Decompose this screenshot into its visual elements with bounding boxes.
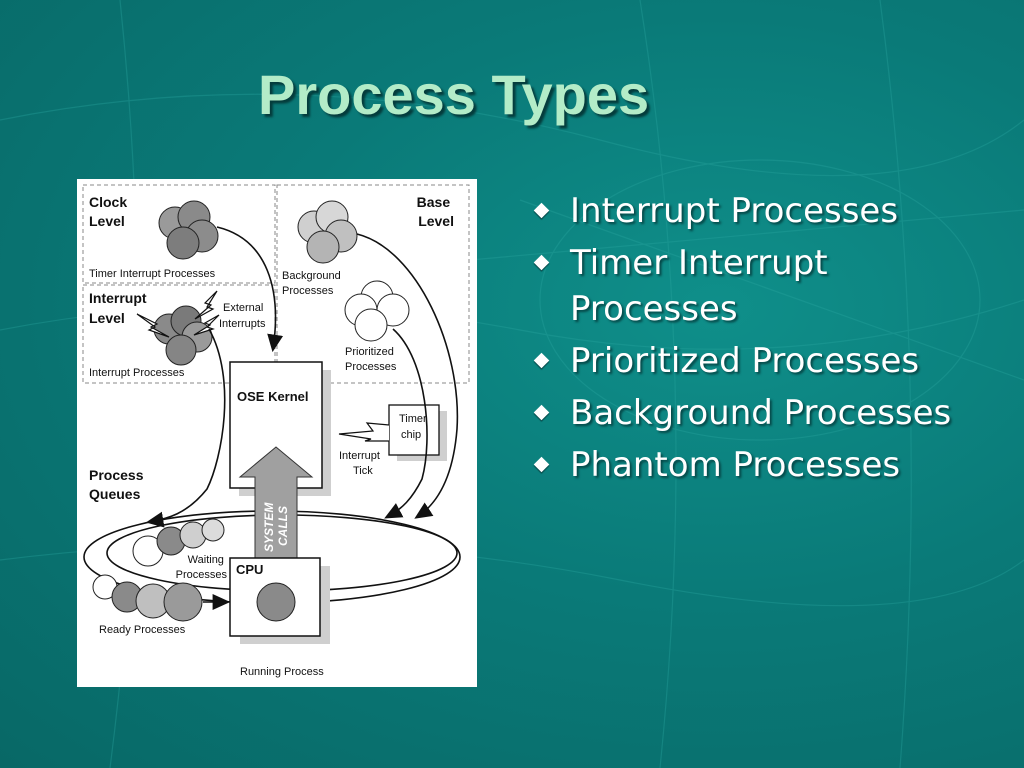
diamond-bullet-icon — [533, 456, 550, 473]
timer-interrupt-process-balls — [158, 200, 219, 260]
system-calls-label: SYSTEM CALLS — [262, 499, 290, 552]
diamond-bullet-icon — [533, 404, 550, 421]
bullet-interrupt-processes: Interrupt Processes — [533, 188, 1004, 234]
diamond-bullet-icon — [533, 202, 550, 219]
interrupt-tick-label: Interrupt Tick — [339, 450, 383, 477]
interrupt-level-label: Interrupt Level — [89, 290, 150, 326]
waiting-processes-label: Waiting Processes — [176, 554, 228, 581]
timer-chip-box — [388, 404, 440, 456]
process-types-list: Interrupt Processes Timer Interrupt Proc… — [533, 188, 1004, 494]
clock-level-label: Clock Level — [89, 194, 131, 229]
interrupt-tick-bolt — [338, 422, 390, 442]
background-processes-label: Background Processes — [282, 270, 344, 297]
running-process-ball — [256, 582, 296, 622]
base-level-region — [276, 184, 470, 384]
diamond-bullet-icon — [533, 254, 550, 271]
slide-title: Process Types — [258, 63, 650, 126]
ready-processes-label: Ready Processes — [99, 624, 186, 636]
process-queues-label: Process Queues — [89, 467, 147, 502]
diamond-bullet-icon — [533, 352, 550, 369]
cpu-label: CPU — [236, 562, 263, 577]
prioritized-process-balls — [344, 280, 410, 342]
timer-interrupt-processes-label: Timer Interrupt Processes — [89, 268, 216, 280]
ready-process-balls — [92, 574, 203, 622]
bullet-phantom-processes: Phantom Processes — [533, 442, 1004, 488]
interrupt-processes-label: Interrupt Processes — [89, 367, 185, 379]
interrupt-process-balls — [153, 305, 213, 366]
ose-kernel-label: OSE Kernel — [237, 389, 309, 404]
clock-level-region — [82, 184, 276, 284]
timer-chip-label: Timer chip — [399, 413, 430, 441]
external-interrupt-bolts — [136, 290, 220, 338]
external-interrupts-label: External Interrupts — [219, 302, 266, 330]
background-process-balls — [297, 200, 358, 264]
running-process-label: Running Process — [240, 666, 324, 678]
bullet-prioritized-processes: Prioritized Processes — [533, 338, 1004, 384]
bullet-background-processes: Background Processes — [533, 390, 1004, 436]
bullet-timer-interrupt-processes: Timer Interrupt Processes — [533, 240, 1004, 332]
waiting-process-balls — [132, 518, 225, 567]
flow-arrows — [145, 226, 459, 528]
process-types-diagram: Clock Level Base Level Timer Interrupt P… — [77, 179, 477, 687]
base-level-label: Base Level — [417, 194, 454, 229]
prioritized-processes-label: Prioritized Processes — [345, 346, 397, 373]
